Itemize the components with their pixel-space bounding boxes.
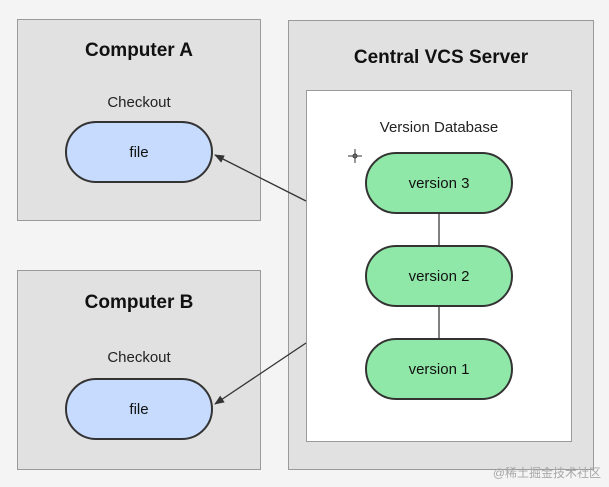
computer-a-checkout-label: Checkout [107, 94, 171, 111]
server-title: Central VCS Server [353, 47, 529, 68]
computer-a-file-label: file [129, 143, 149, 161]
computer-a-file-node: file [65, 121, 213, 183]
version-2-label: version 2 [408, 267, 470, 285]
computer-b-title: Computer B [84, 292, 194, 313]
version-2-node: version 2 [365, 245, 513, 307]
version-3-node: version 3 [365, 152, 513, 214]
watermark-text: @稀土掘金技术社区 [492, 466, 601, 480]
computer-b-file-label: file [129, 400, 149, 418]
server-to-computer-a-arrow [214, 154, 307, 202]
version-database-label: Version Database [379, 119, 499, 136]
server-to-computer-b-arrow [214, 342, 307, 405]
version-1-label: version 1 [408, 360, 470, 378]
computer-a-box: Computer A Checkout [17, 19, 261, 221]
computer-b-checkout-label: Checkout [107, 349, 171, 366]
computer-b-file-node: file [65, 378, 213, 440]
version-1-node: version 1 [365, 338, 513, 400]
computer-a-title: Computer A [84, 40, 194, 61]
crosshair-cursor-icon [348, 149, 362, 163]
computer-b-box: Computer B Checkout [17, 270, 261, 470]
version-3-label: version 3 [408, 174, 470, 192]
